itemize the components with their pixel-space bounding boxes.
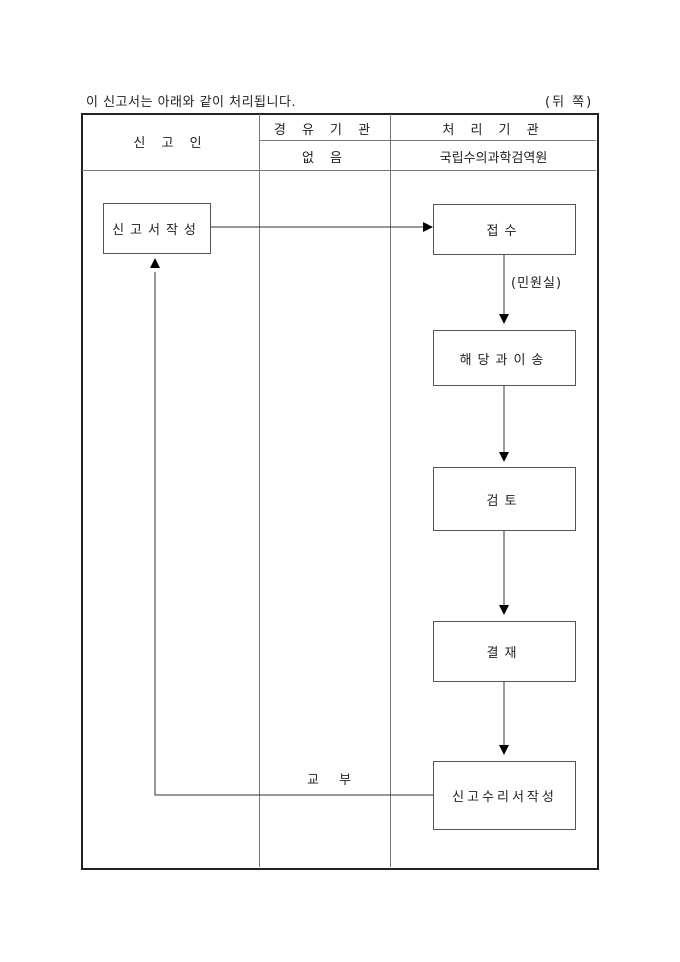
form-caption: 이 신고서는 아래와 같이 처리됩니다. <box>86 95 297 110</box>
header-processing-agency: 처 리 기 관 <box>442 123 545 138</box>
header-bottom-line <box>82 170 596 171</box>
step-review: 검토 <box>433 467 576 531</box>
arrowhead-acceptance <box>499 745 509 755</box>
header-split-line <box>259 140 596 141</box>
header-processing-agency-value: 국립수의과학검역원 <box>439 151 548 166</box>
header-via-agency: 경 유 기 관 <box>273 123 377 138</box>
arrowhead-transfer <box>499 314 509 324</box>
header-via-agency-value: 없 음 <box>301 151 349 166</box>
process-table <box>81 113 599 870</box>
edge-label-civil-office: (민원실) <box>511 276 563 291</box>
step-write-report: 신고서작성 <box>103 203 211 254</box>
step-acceptance-doc: 신고수리서작성 <box>433 761 576 830</box>
arrowhead-return <box>150 258 160 268</box>
step-approval: 결재 <box>433 621 576 682</box>
header-applicant: 신 고 인 <box>133 136 208 151</box>
arrowhead-review <box>499 452 509 462</box>
edge-label-issue: 교 부 <box>307 773 360 788</box>
step-transfer: 해당과이송 <box>433 330 576 386</box>
arrowhead-receipt <box>423 222 433 232</box>
column-divider-2 <box>390 114 391 867</box>
column-divider-1 <box>259 114 260 867</box>
page-side-label: (뒤 쪽) <box>545 95 594 110</box>
step-receipt: 접수 <box>433 204 576 255</box>
connector-return-to-applicant <box>154 272 433 796</box>
arrowhead-approval <box>499 605 509 615</box>
